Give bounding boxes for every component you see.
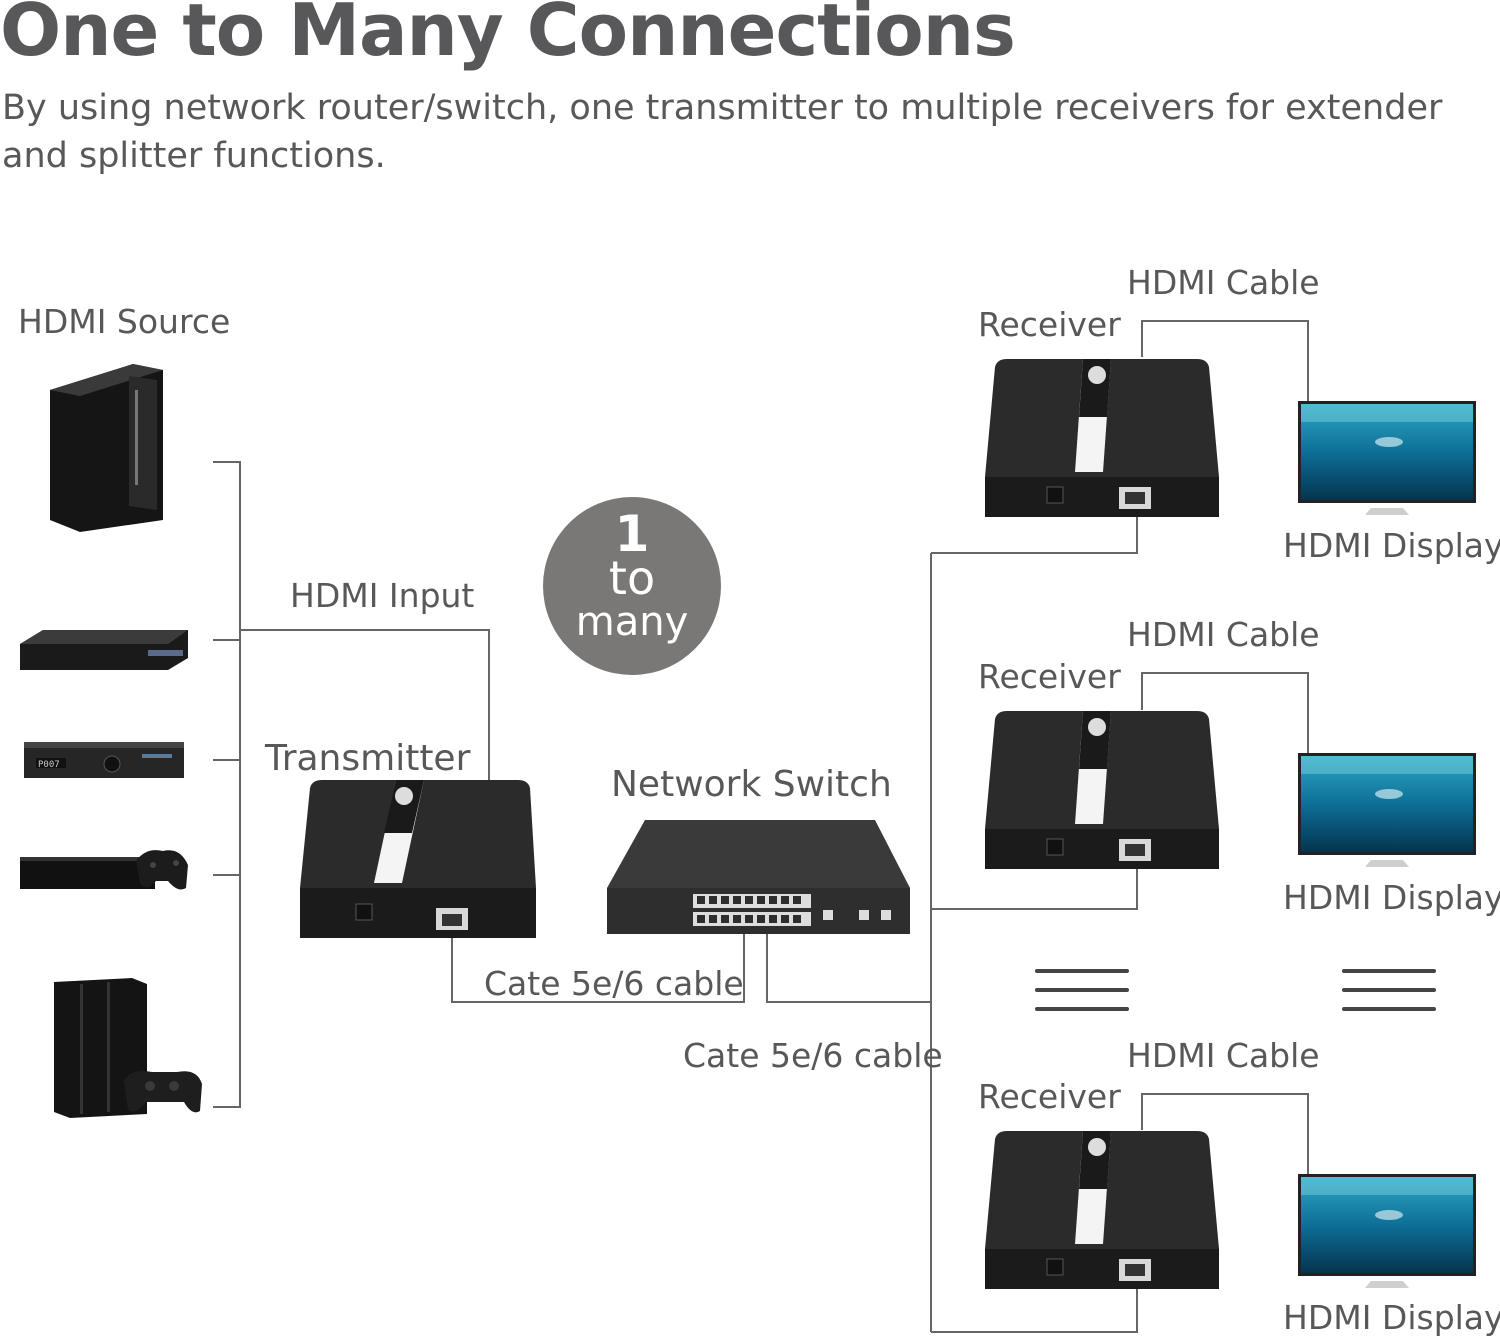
cable-box-icon: P007 xyxy=(24,742,184,778)
hdmi-cable-label: HDMI Cable xyxy=(1127,615,1320,654)
badge-word-to: to xyxy=(608,551,656,605)
badge-number: 1 xyxy=(614,505,650,563)
one-to-many-badge: 1 to many xyxy=(543,497,721,675)
game-console-icon xyxy=(20,850,188,890)
hdmi-input-label: HDMI Input xyxy=(290,576,475,615)
cable-switch-rx-label: Cate 5e/6 cable xyxy=(683,1036,943,1075)
badge-word-many: many xyxy=(575,599,689,645)
desktop-pc-icon xyxy=(50,364,163,532)
blu-ray-player-icon xyxy=(20,630,188,670)
network-switch-label: Network Switch xyxy=(611,764,892,805)
hdmi-source-label: HDMI Source xyxy=(18,302,231,341)
receiver-label: Receiver xyxy=(978,305,1121,344)
svg-text:P007: P007 xyxy=(38,760,60,770)
receiver-label: Receiver xyxy=(978,1077,1121,1116)
hdmi-display-label: HDMI Display xyxy=(1283,526,1500,565)
hdmi-cable-label: HDMI Cable xyxy=(1127,1036,1320,1075)
hdmi-display-label: HDMI Display xyxy=(1283,878,1500,917)
hdmi-display-icon xyxy=(1298,753,1476,867)
playstation-icon xyxy=(54,978,202,1118)
transmitter-device-icon xyxy=(300,780,536,938)
page-subtitle: By using network router/switch, one tran… xyxy=(2,88,1443,176)
cable-tx-switch-label: Cate 5e/6 cable xyxy=(484,964,744,1003)
receiver-device-icon xyxy=(985,1131,1219,1289)
hdmi-display-icon xyxy=(1298,401,1476,515)
receiver-device-icon xyxy=(985,359,1219,517)
receiver-label: Receiver xyxy=(978,657,1121,696)
hdmi-display-icon xyxy=(1298,1174,1476,1288)
hdmi-display-label: HDMI Display xyxy=(1283,1298,1500,1337)
page-title: One to Many Connections xyxy=(0,0,1016,72)
network-switch-icon xyxy=(607,820,910,934)
receiver-device-icon xyxy=(985,711,1219,869)
transmitter-label: Transmitter xyxy=(265,738,471,779)
hdmi-cable-label: HDMI Cable xyxy=(1127,263,1320,302)
